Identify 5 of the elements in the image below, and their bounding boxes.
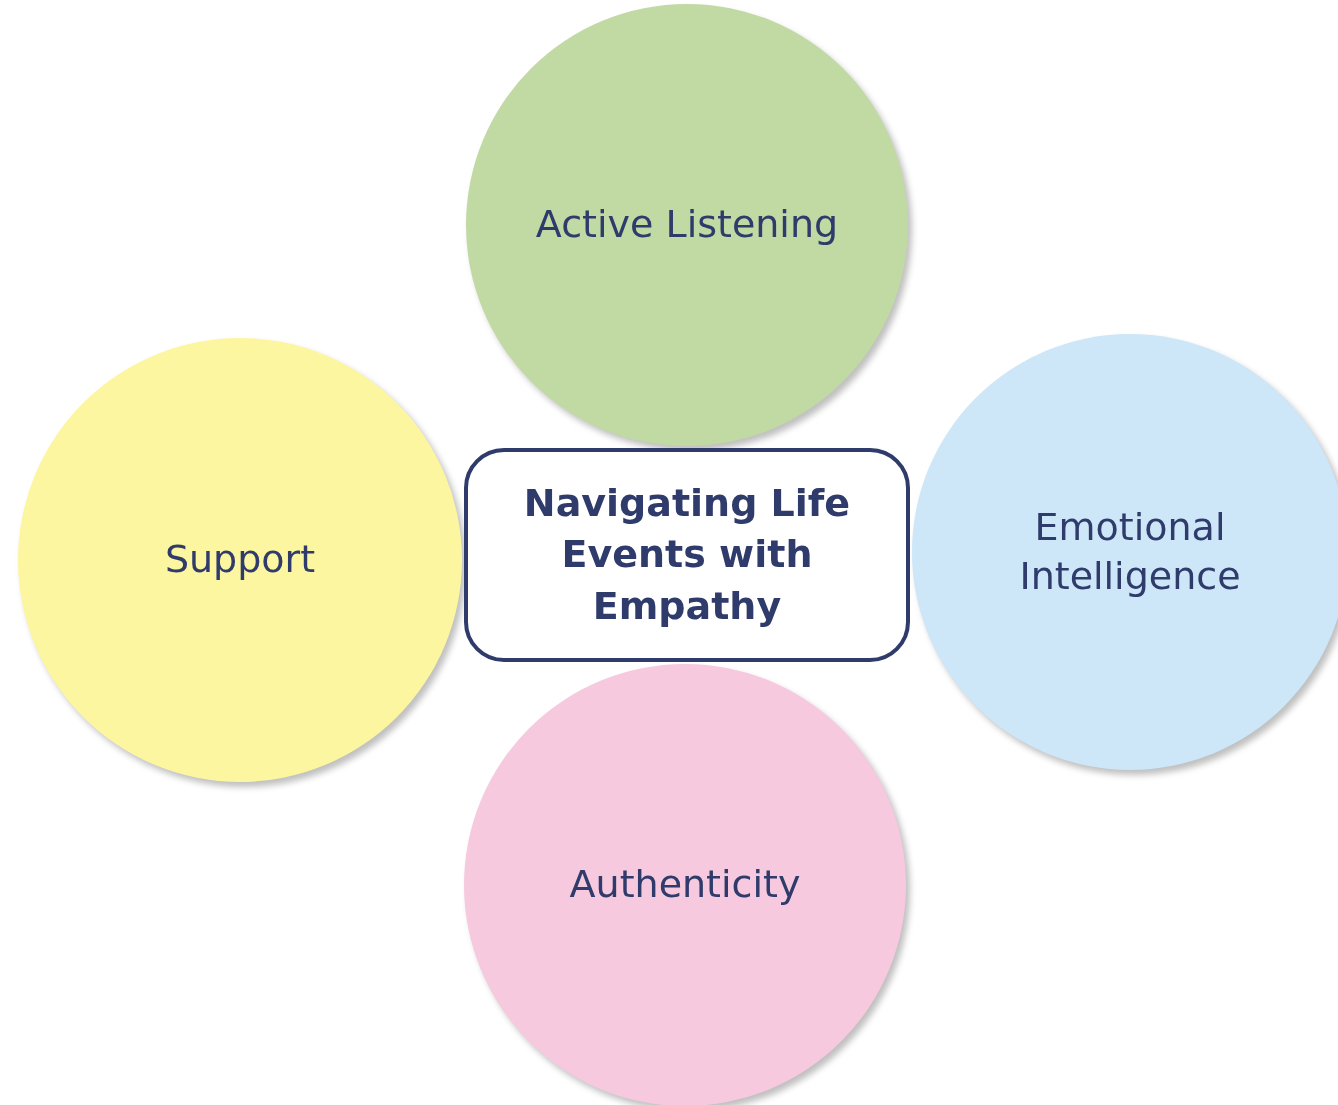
topic-circle: Authenticity [464,664,906,1105]
central-topic-box: Navigating Life Events with Empathy [464,448,910,662]
topic-circle: Emotional Intelligence [912,334,1338,770]
topic-circle: Active Listening [466,4,908,446]
topic-circle: Support [18,338,462,782]
